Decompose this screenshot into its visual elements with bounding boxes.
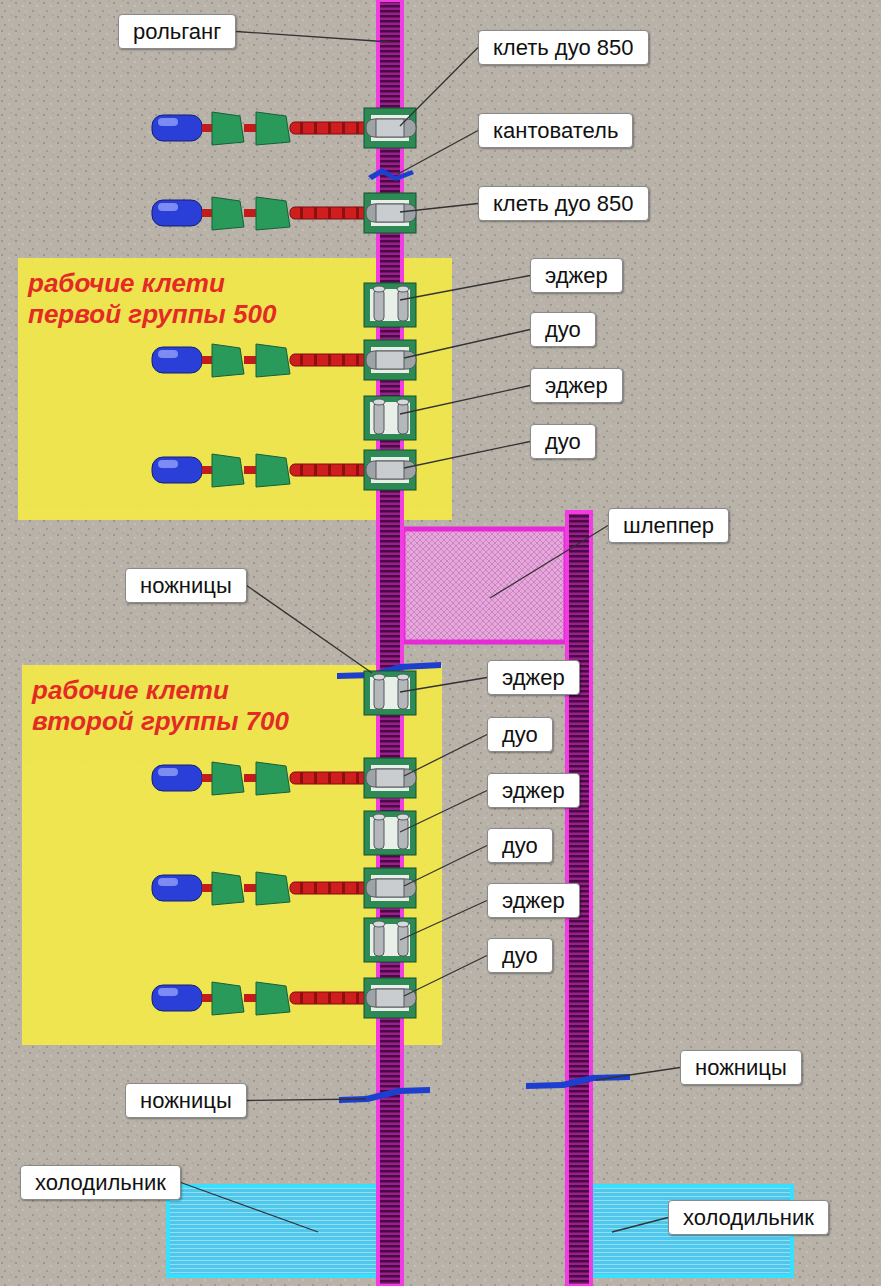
callout-label: рольганг (118, 14, 236, 49)
callout-label: шлеппер (608, 508, 729, 543)
part-name: шлеппер (623, 513, 714, 538)
drive-train (152, 872, 368, 905)
part-name: ножницы (140, 1088, 232, 1113)
part-name: дуо (502, 722, 538, 747)
part-name: эджер (502, 665, 565, 690)
callout-label: клеть дуо 850 (478, 30, 649, 65)
leader-line (247, 586, 372, 674)
part-name: эджер (545, 373, 608, 398)
callout-label: ножницы (125, 568, 247, 603)
callout-label: ножницы (680, 1050, 802, 1085)
duo-stand (364, 450, 416, 490)
group-title: рабочие клети второй группы 700 (32, 675, 302, 737)
callout-label: эджер (487, 660, 580, 695)
callout-label: эджер (530, 368, 623, 403)
duo-stand (364, 758, 416, 798)
part-name: эджер (502, 778, 565, 803)
part-name: дуо (502, 833, 538, 858)
part-name: клеть дуо 850 (493, 191, 634, 216)
leader-line (404, 442, 530, 469)
manipulator (368, 168, 414, 181)
part-name: дуо (545, 429, 581, 454)
roller-table (567, 512, 591, 1286)
leader-line (236, 32, 390, 43)
drive-train (152, 762, 368, 795)
leader-line (490, 526, 608, 599)
shears (337, 662, 630, 1103)
edger-stand (364, 283, 416, 327)
edger-stand (364, 396, 416, 440)
part-name: дуо (545, 317, 581, 342)
part-name: ножницы (140, 573, 232, 598)
drive-train (152, 982, 368, 1015)
duo-stand (364, 108, 416, 148)
cooling-bed (168, 1186, 378, 1276)
duo-stand (364, 978, 416, 1018)
drive-train (152, 112, 368, 145)
callout-label: дуо (487, 717, 553, 752)
drive-train (152, 197, 368, 230)
transfer-schlepper (403, 529, 566, 642)
edger-stand (364, 811, 416, 855)
part-name: клеть дуо 850 (493, 35, 634, 60)
duo-stand (364, 193, 416, 233)
callout-label: ножницы (125, 1083, 247, 1118)
part-name: ножницы (695, 1055, 787, 1080)
edger-stand (364, 671, 416, 715)
callout-label: кантователь (478, 113, 633, 148)
callout-label: дуо (530, 424, 596, 459)
callout-label: эджер (487, 773, 580, 808)
duo-stand (364, 340, 416, 380)
group-title: рабочие клети первой группы 500 (28, 268, 298, 330)
leader-line (404, 956, 487, 997)
callout-label: дуо (487, 938, 553, 973)
leader-line (404, 330, 530, 359)
leader-line (612, 1218, 668, 1233)
callout-label: холодильник (668, 1200, 829, 1235)
leader-line (404, 735, 487, 777)
callout-label: эджер (487, 883, 580, 918)
callout-label: дуо (487, 828, 553, 863)
leader-line (596, 1068, 680, 1081)
leader-line (400, 386, 530, 415)
leader-line (400, 901, 487, 941)
leader-line (400, 678, 487, 693)
part-name: холодильник (35, 1170, 166, 1195)
leader-line (400, 204, 478, 213)
drive-train (152, 344, 368, 377)
leader-line (404, 846, 487, 887)
cooling-bed (592, 1186, 792, 1276)
callout-label: холодильник (20, 1165, 181, 1200)
drive-train (152, 454, 368, 487)
leader-line (247, 1099, 366, 1101)
callout-label: дуо (530, 312, 596, 347)
leader-line (398, 131, 478, 175)
edger-stand (364, 918, 416, 962)
part-name: холодильник (683, 1205, 814, 1230)
part-name: эджер (502, 888, 565, 913)
leader-line (181, 1183, 318, 1233)
callout-label: клеть дуо 850 (478, 186, 649, 221)
part-name: эджер (545, 263, 608, 288)
leader-line (400, 276, 530, 301)
callout-label: эджер (530, 258, 623, 293)
duo-stand (364, 868, 416, 908)
part-name: дуо (502, 943, 538, 968)
leader-line (400, 48, 478, 127)
part-name: рольганг (133, 19, 221, 44)
part-name: кантователь (493, 118, 618, 143)
leader-line (400, 791, 487, 833)
